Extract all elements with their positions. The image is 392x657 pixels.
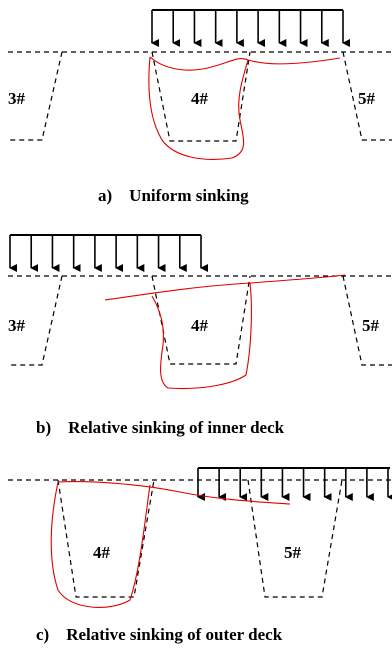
panel-c: 4# 5# c) Relative sinking of outer deck [8,467,392,644]
caption-b: b) Relative sinking of inner deck [36,418,285,437]
trench-5-c [247,479,343,598]
label-4-b: 4# [191,316,209,335]
trench-5-b [342,275,392,366]
uniform-load-b [9,234,208,272]
panel-b: 3# 4# 5# b) Relative sinking of inner de… [8,234,392,437]
uniform-load-c [197,467,392,501]
trench-4-b [151,275,251,365]
caption-a: a) Uniform sinking [98,186,249,205]
label-5-c: 5# [284,543,302,562]
trench-5-a [342,51,392,141]
deformation-curve-c [50,481,291,608]
label-3-a: 3# [8,89,26,108]
trench-3-b [8,275,63,366]
trench-3-a [8,51,63,141]
trench-4-a [151,51,251,142]
label-4-a: 4# [191,89,209,108]
label-4-c: 4# [93,543,111,562]
uniform-load-a [151,9,350,47]
label-3-b: 3# [8,316,26,335]
caption-c: c) Relative sinking of outer deck [36,625,283,644]
panel-a: 3# 4# 5# a) Uniform sinking [8,9,392,205]
trench-4-c [57,479,155,598]
label-5-b: 5# [362,316,380,335]
deformation-curve-a [148,56,341,160]
deformation-curve-b [104,274,346,390]
label-5-a: 5# [358,89,376,108]
